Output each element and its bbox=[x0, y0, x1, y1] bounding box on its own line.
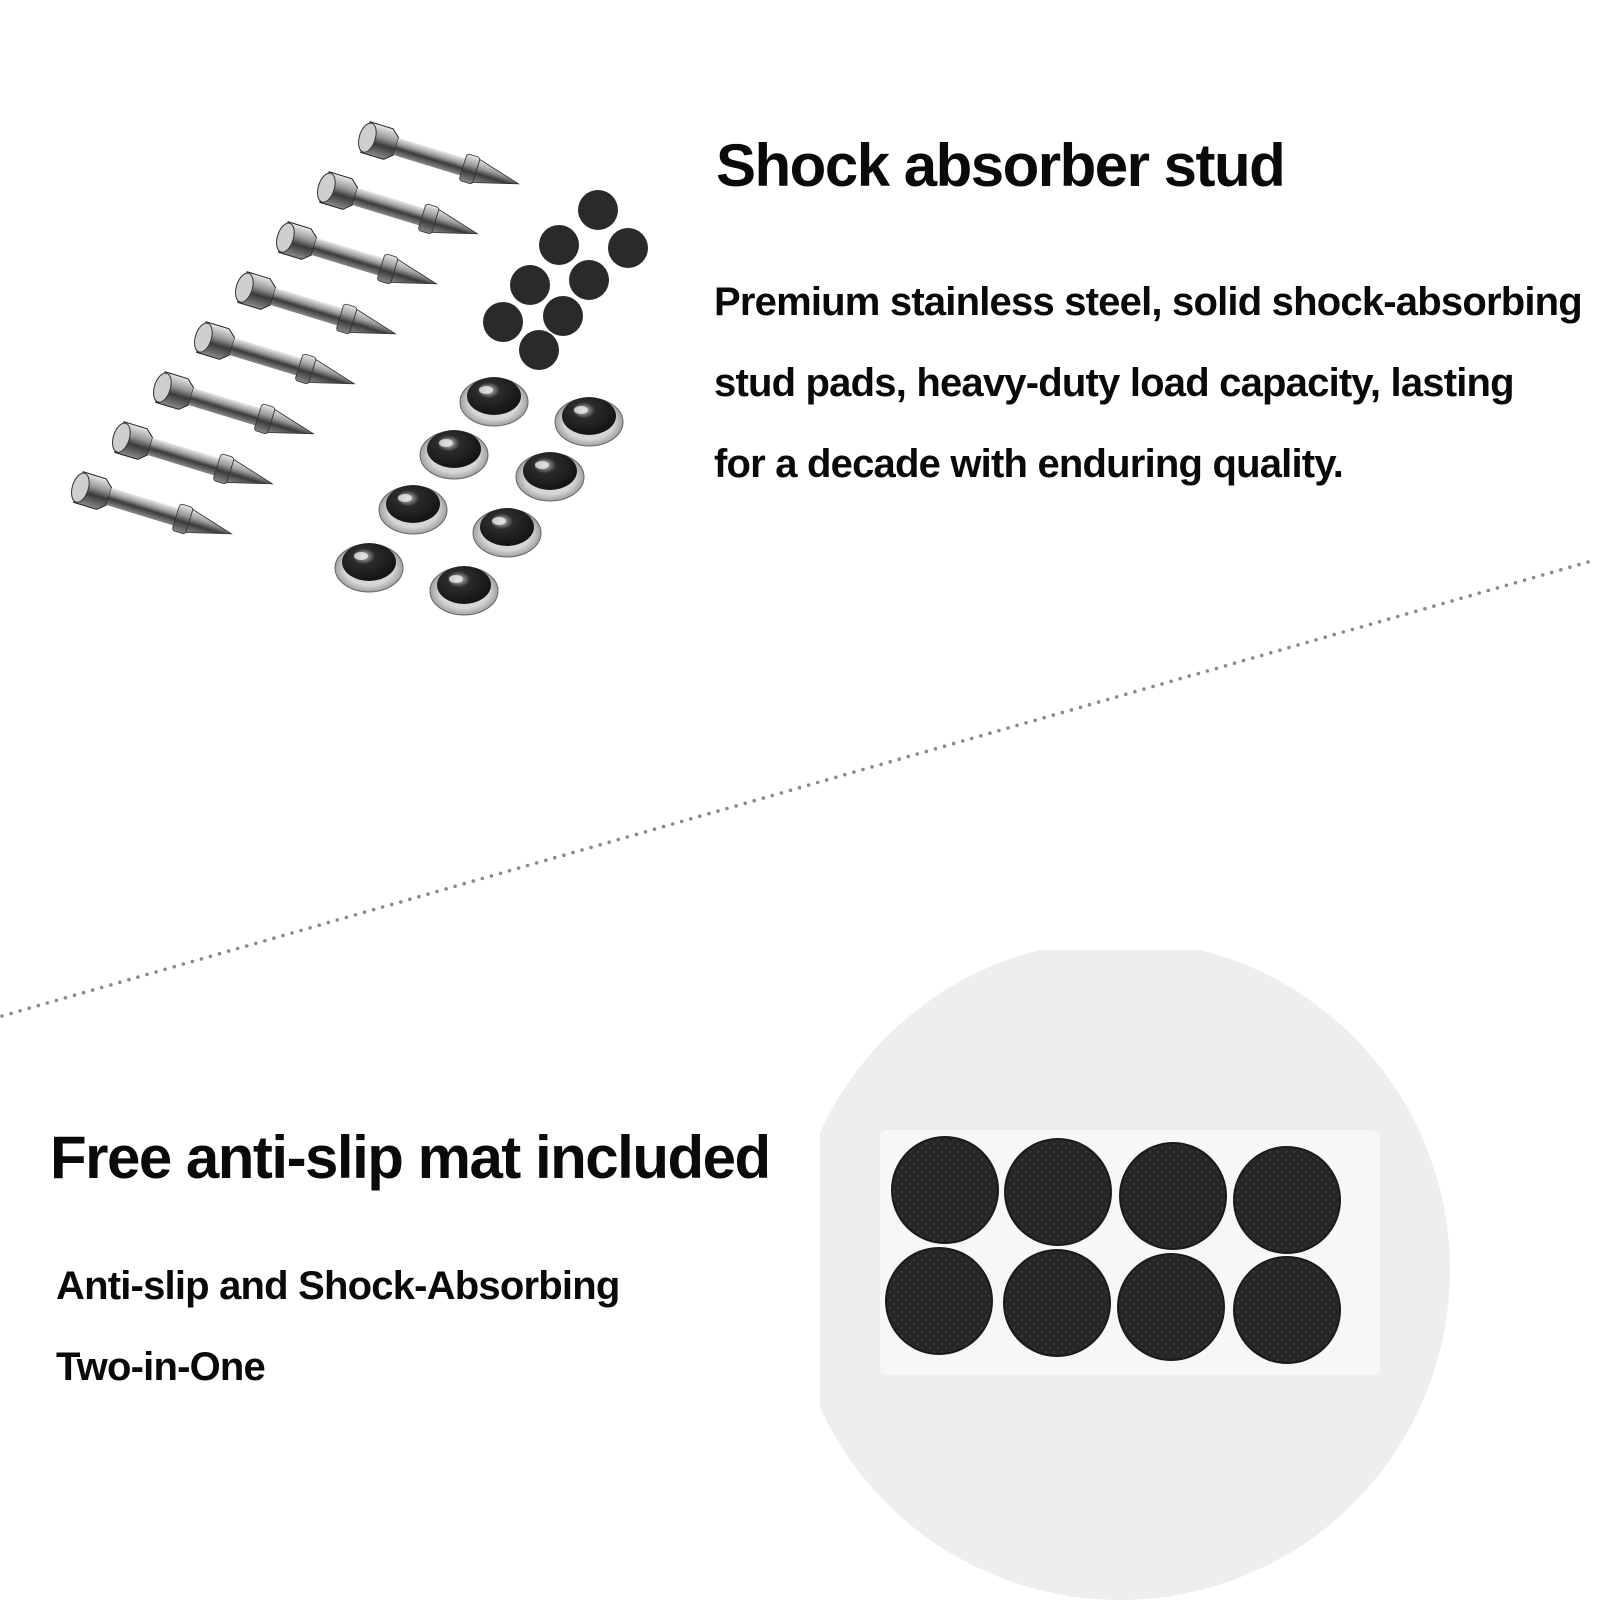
anti-slip-pad-icon bbox=[1233, 1256, 1341, 1364]
spike-stud-set-icon bbox=[71, 121, 648, 616]
anti-slip-pad-icon bbox=[1004, 1138, 1112, 1246]
spike-stud-icon bbox=[194, 321, 356, 385]
small-pad-icon bbox=[608, 228, 648, 268]
stud-description-line-2: stud pads, heavy-duty load capacity, las… bbox=[714, 361, 1515, 405]
anti-slip-pad-icon bbox=[891, 1136, 999, 1244]
dotted-divider-line bbox=[0, 560, 1590, 1018]
spike-cup-icon bbox=[429, 566, 499, 616]
spike-cup-icon bbox=[378, 485, 448, 535]
anti-slip-pad-icon bbox=[1117, 1253, 1225, 1361]
stud-description: Premium stainless steel, solid shock-abs… bbox=[714, 262, 1594, 505]
stud-title: Shock absorber stud bbox=[716, 132, 1286, 199]
spike-cup-icon bbox=[419, 430, 489, 480]
spike-cup-icon bbox=[334, 543, 404, 593]
anti-slip-pad-icon bbox=[1233, 1146, 1341, 1254]
spike-cup-icon bbox=[459, 377, 529, 427]
spike-cup-icon bbox=[472, 508, 542, 558]
spike-stud-icon bbox=[358, 121, 520, 185]
spike-stud-icon bbox=[317, 171, 479, 235]
small-pad-icon bbox=[519, 330, 559, 370]
anti-slip-pad-icon bbox=[885, 1247, 993, 1355]
spike-stud-icon bbox=[235, 271, 397, 335]
small-pad-icon bbox=[483, 302, 523, 342]
small-pad-icon bbox=[510, 265, 550, 305]
spike-stud-icon bbox=[276, 221, 438, 285]
small-pad-icon bbox=[543, 296, 583, 336]
mat-title: Free anti-slip mat included bbox=[50, 1124, 771, 1191]
spike-stud-icon bbox=[153, 371, 315, 435]
small-pad-icon bbox=[578, 190, 618, 230]
anti-slip-pad-icon bbox=[1119, 1142, 1227, 1250]
spike-stud-icon bbox=[71, 471, 233, 535]
small-pad-icon bbox=[569, 260, 609, 300]
anti-slip-pad-icon bbox=[1003, 1249, 1111, 1357]
mat-description: Anti-slip and Shock-Absorbing Two-in-One bbox=[56, 1246, 620, 1408]
stud-description-line-1: Premium stainless steel, solid shock-abs… bbox=[714, 280, 1583, 324]
mat-description-line-1: Anti-slip and Shock-Absorbing bbox=[56, 1264, 620, 1308]
spike-stud-icon bbox=[112, 421, 274, 485]
mat-description-line-2: Two-in-One bbox=[56, 1345, 266, 1389]
small-pad-icon bbox=[539, 225, 579, 265]
spike-cup-icon bbox=[554, 397, 624, 447]
anti-slip-pad-sheet-icon bbox=[820, 950, 1450, 1600]
spike-cup-icon bbox=[515, 452, 585, 502]
stud-description-line-3: for a decade with enduring quality. bbox=[714, 442, 1344, 486]
